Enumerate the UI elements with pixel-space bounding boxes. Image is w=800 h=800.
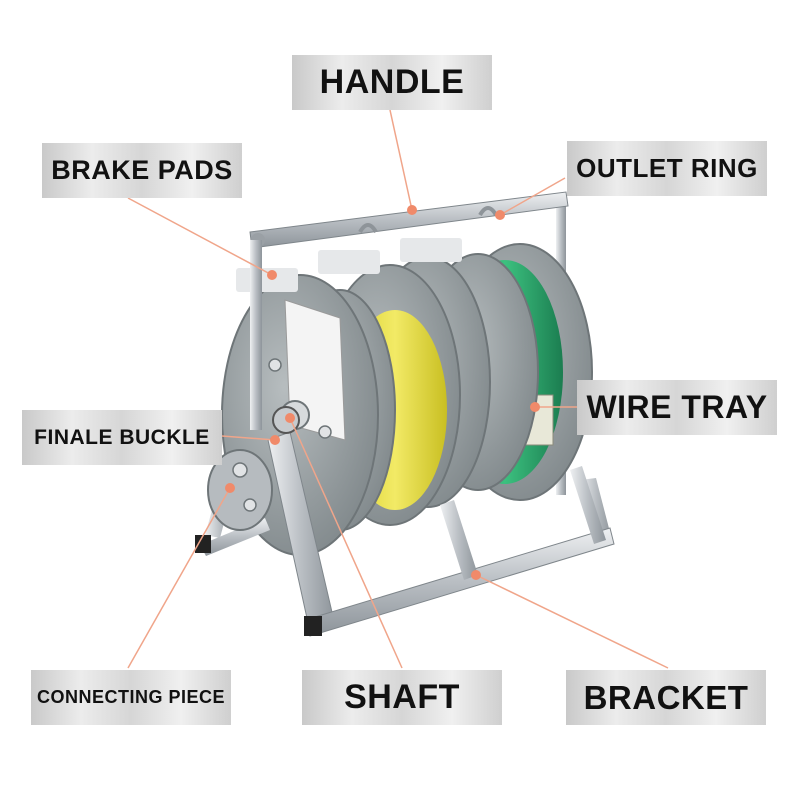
outlet-ring-label: OUTLET RING [567,141,767,196]
front-frame [195,240,615,637]
wire-tray-label: WIRE TRAY [577,380,777,435]
shaft-label: SHAFT [302,670,502,725]
brake-pads-label: BRAKE PADS [42,143,242,198]
handle-label: HANDLE [292,55,492,110]
bracket-label: BRACKET [566,670,766,725]
leader-lines [127,109,669,669]
connecting-piece-label: CONNECTING PIECE [31,670,231,725]
finale-buckle-label: FINALE BUCKLE [22,410,222,465]
leader-dots [225,205,540,580]
